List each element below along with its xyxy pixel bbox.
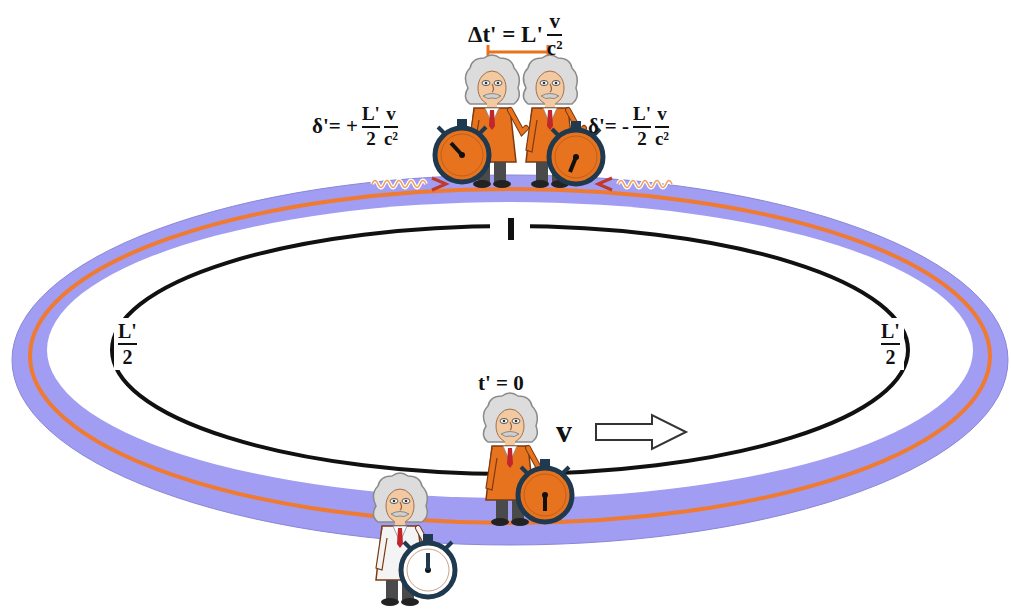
numerator: v <box>549 10 560 33</box>
formula-text: δ'= + <box>312 115 358 138</box>
velocity: v <box>556 414 572 449</box>
fraction: L' 2 <box>881 320 900 368</box>
time-difference: Δt' = L' v c² <box>468 10 562 60</box>
denominator: c² <box>547 37 563 60</box>
fraction-bar <box>655 126 669 128</box>
numerator: L' <box>362 104 380 125</box>
denominator: 2 <box>885 346 895 368</box>
fraction: v c² <box>547 10 563 60</box>
denominator: 2 <box>366 129 376 150</box>
formula-text: δ'= - <box>588 115 629 138</box>
numerator: L' <box>633 104 651 125</box>
fraction: L' 2 <box>118 320 137 368</box>
fraction: L' 2 <box>362 104 380 150</box>
fraction-bar <box>362 126 380 128</box>
denominator: 2 <box>122 346 132 368</box>
fraction-bar <box>384 126 398 128</box>
denominator: 2 <box>637 129 647 150</box>
numerator: L' <box>118 320 137 342</box>
start-time: t' = 0 <box>478 372 524 395</box>
numerator: L' <box>881 320 900 342</box>
fraction: L' 2 <box>633 104 651 150</box>
offset-left: δ'= +L' 2v c² <box>312 104 398 150</box>
fraction: v c² <box>655 104 669 150</box>
fraction-bar <box>118 343 137 345</box>
formula-text: Δt' = L' <box>468 22 543 47</box>
offset-right: δ'= -L' 2v c² <box>588 104 669 150</box>
fraction-bar <box>881 343 900 345</box>
half-length-left: L' 2 <box>114 318 141 370</box>
denominator: c² <box>655 129 669 150</box>
half-length-right: L' 2 <box>877 318 904 370</box>
denominator: c² <box>384 129 398 150</box>
numerator: v <box>386 104 396 125</box>
numerator: v <box>657 104 667 125</box>
formula-text: t' = 0 <box>478 372 524 395</box>
fraction: v c² <box>384 104 398 150</box>
fraction-bar <box>547 34 563 36</box>
fraction-bar <box>633 126 651 128</box>
formula-text: v <box>556 414 572 449</box>
